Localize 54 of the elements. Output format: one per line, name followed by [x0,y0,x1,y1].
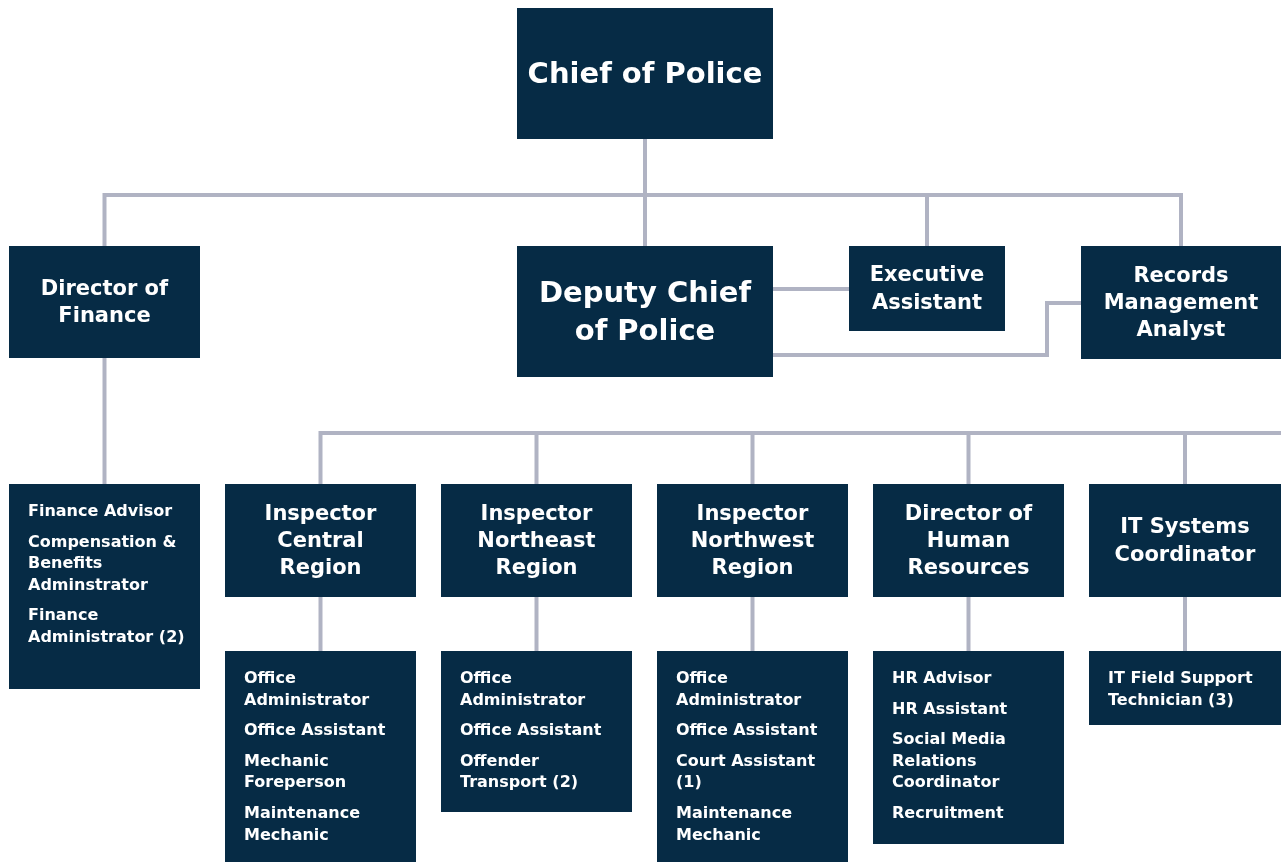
role-box [849,246,1005,331]
staff-role: Office Administrator [460,667,587,711]
role-box [1089,484,1281,597]
staff-role: Recruitment [892,801,1004,824]
connector-line [773,301,1081,357]
connector-line [318,597,323,651]
role-box [225,484,416,597]
role-box [517,8,773,139]
role-title: Inspector Northwest Region [689,499,816,582]
staff-list-box [1089,651,1281,725]
staff-role: HR Assistant [892,697,1008,720]
staff-list-box [657,651,848,862]
staff-role: IT Field Support Technician (3) [1108,667,1254,711]
staff-role: Office Assistant [676,719,818,741]
role-title: IT Systems Coordinator [1113,513,1257,568]
role-title: Executive Assistant [868,261,986,316]
role-box [9,246,200,358]
role-box [441,484,632,597]
staff-role: Office Administrator [676,667,803,711]
staff-role: Mechanic Foreperson [244,749,348,793]
role-title: Director of Human Resources [903,499,1034,582]
role-title: Director of Finance [39,274,170,329]
staff-role: Maintenance Mechanic [244,801,361,846]
connector-line [1183,431,1281,484]
role-title: Inspector Central Region [263,499,378,582]
connector-line [1183,597,1187,651]
staff-role: Offender Transport (2) [460,749,580,793]
staff-role: Social Media Relations Coordinator [892,728,1007,793]
staff-role: Finance Advisor [28,500,173,522]
staff-role: Court Assistant (1) [676,749,817,793]
staff-role: Office Assistant [460,719,602,741]
staff-role: Compensation & Benefits Adminstrator [28,530,178,596]
connector-line [534,597,539,651]
role-title: Chief of Police [527,54,763,92]
staff-list-box [9,484,200,689]
staff-role: Maintenance Mechanic [676,801,793,846]
role-title: Inspector Northeast Region [476,499,597,582]
staff-role: Office Administrator [244,667,371,711]
connector-line [966,597,971,651]
connector-line [773,287,849,291]
connector-line [102,358,107,484]
staff-role: Finance Administrator (2) [28,604,186,648]
role-title: Records Management Analyst [1102,261,1260,344]
staff-role: Office Assistant [244,719,386,741]
role-title: Deputy Chief of Police [537,273,753,349]
role-box [517,246,773,377]
connector-line [750,597,755,651]
role-box [657,484,848,597]
staff-list-box [225,651,416,862]
staff-list-box [873,651,1064,844]
role-box [1081,246,1281,359]
staff-role: HR Advisor [892,667,992,689]
role-box [873,484,1064,597]
staff-list-box [441,651,632,812]
